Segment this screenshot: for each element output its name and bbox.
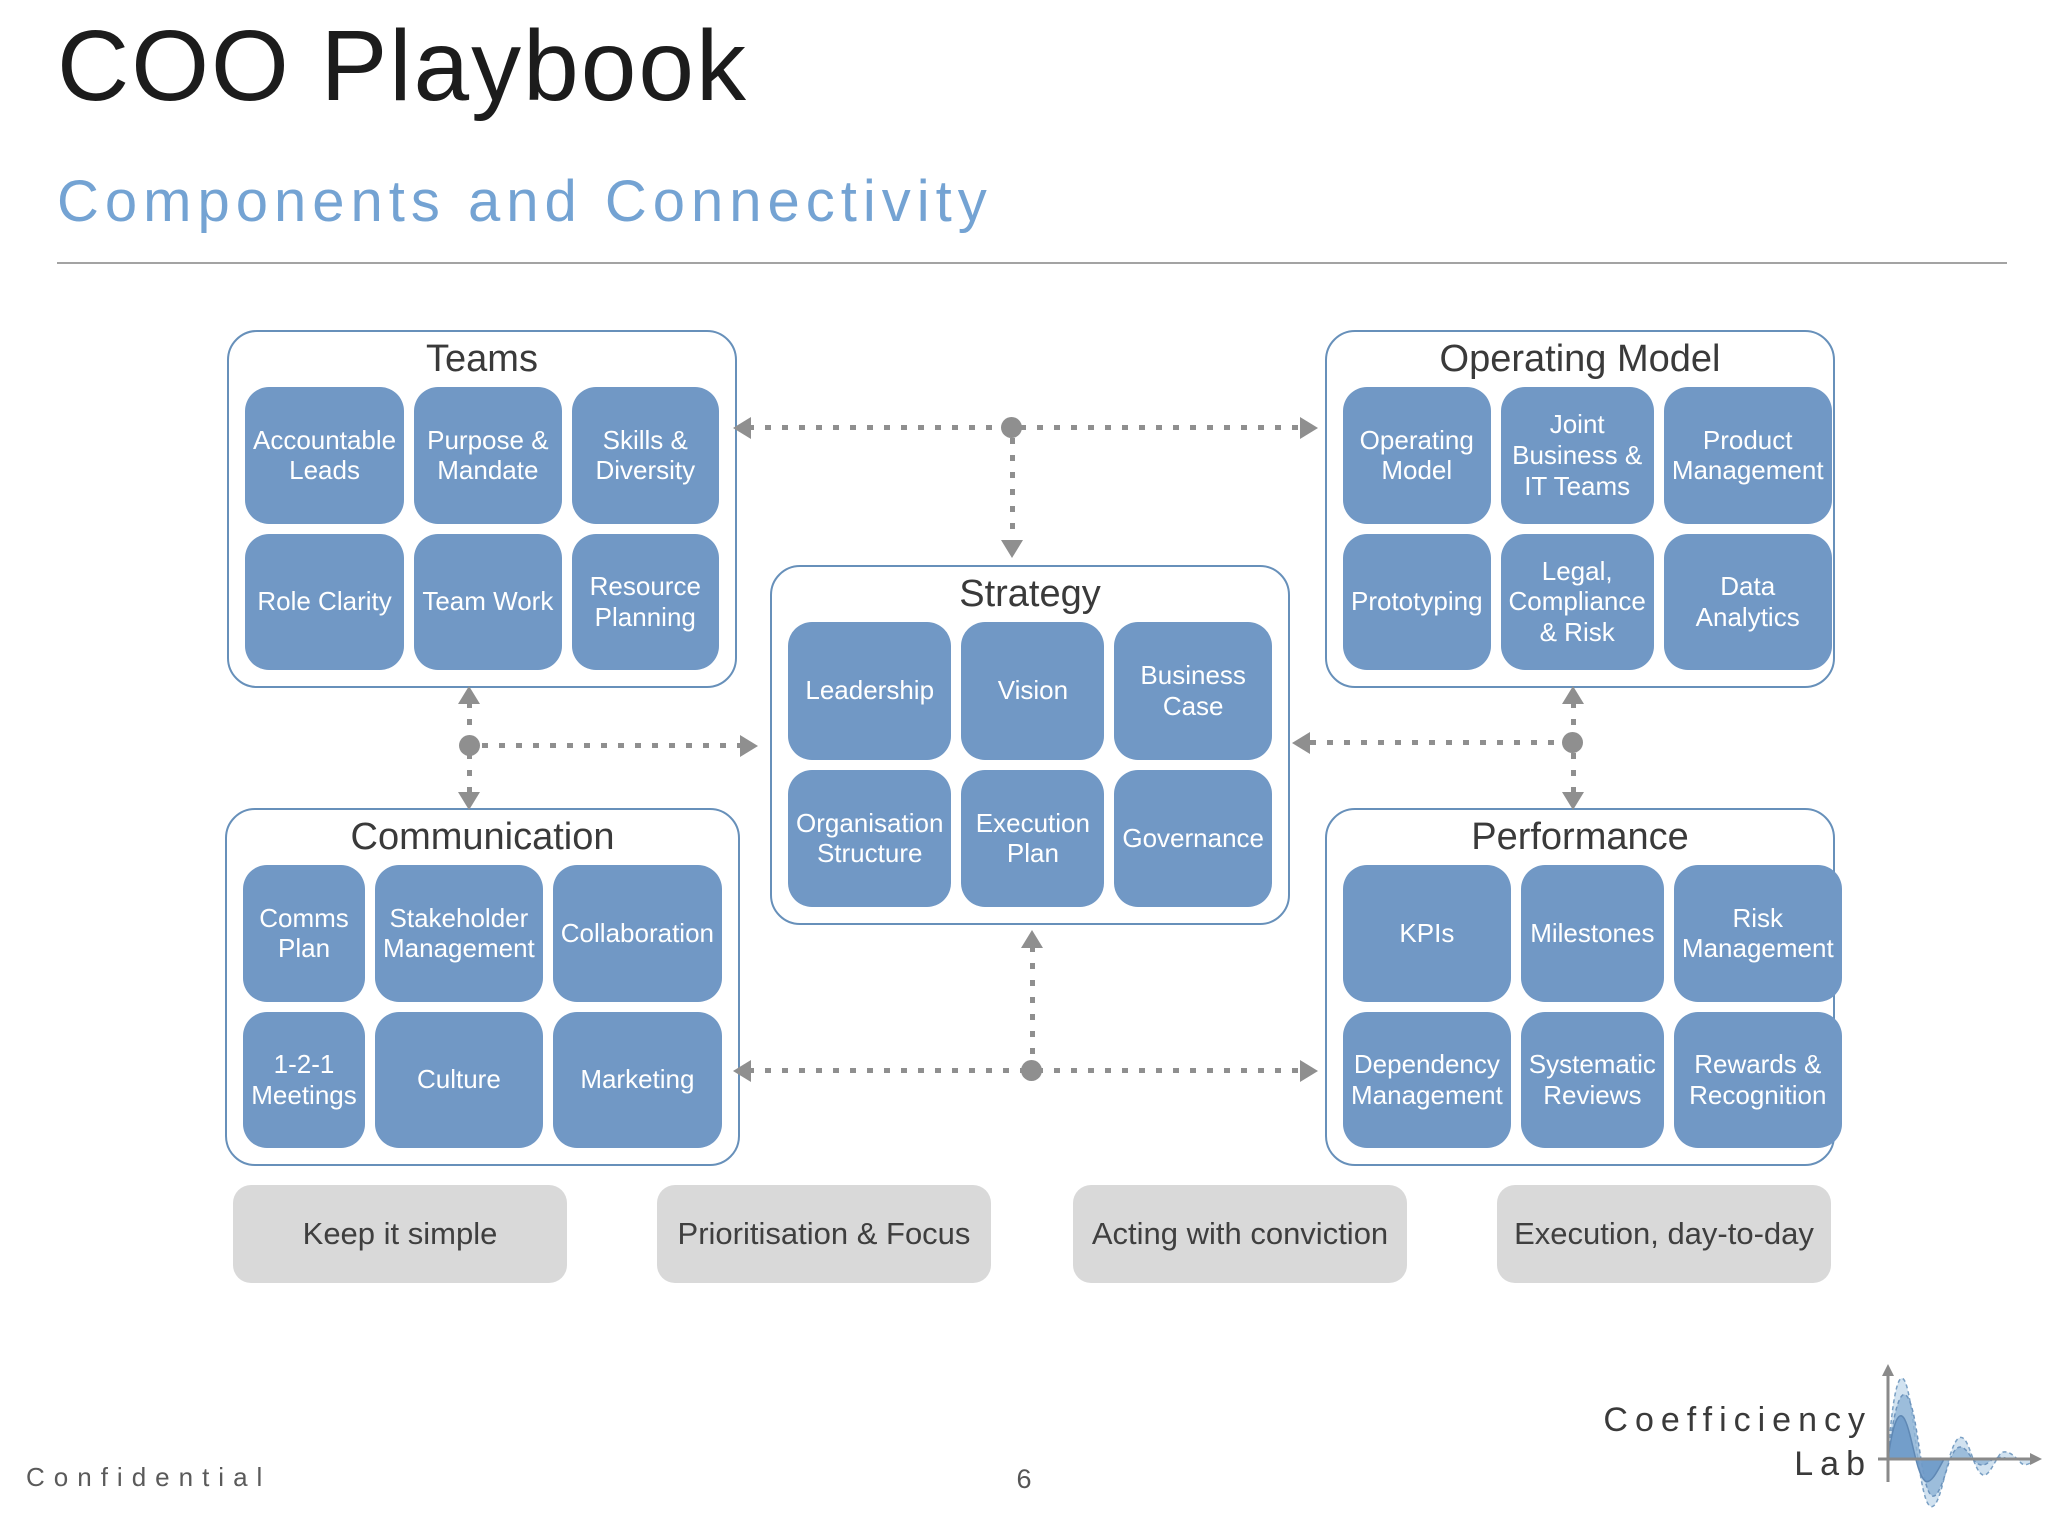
group-title-communication: Communication [350, 816, 615, 858]
pill-prioritisation-focus: Prioritisation & Focus [657, 1185, 991, 1283]
tile-collaboration: Collaboration [552, 865, 722, 1002]
logo-wordmark: Coefficiency Lab [1572, 1398, 1872, 1486]
tile-resource-planning: Resource Planning [571, 533, 719, 670]
arrowhead-down-icon [1562, 792, 1584, 810]
tile-leadership: Leadership [788, 622, 952, 760]
header-divider [57, 262, 2007, 264]
tile-grid-communication: Comms Plan Stakeholder Management Collab… [227, 863, 738, 1164]
tile-dependency-management: Dependency Management [1343, 1011, 1511, 1148]
tile-systematic-reviews: Systematic Reviews [1520, 1011, 1664, 1148]
tile-purpose-mandate: Purpose & Mandate [414, 387, 562, 524]
page-subtitle: Components and Connectivity [57, 169, 993, 234]
tile-kpis: KPIs [1343, 865, 1511, 1002]
tile-vision: Vision [961, 622, 1105, 760]
group-title-strategy: Strategy [959, 573, 1101, 615]
arrowhead-up-icon [458, 686, 480, 704]
dotted-line [748, 425, 1306, 430]
junction-dot [1562, 732, 1583, 753]
group-title-teams: Teams [426, 338, 538, 380]
pill-execution-day-to-day: Execution, day-to-day [1497, 1185, 1831, 1283]
group-box-communication: Communication Comms Plan Stakeholder Man… [225, 808, 740, 1166]
arrowhead-down-icon [1001, 540, 1023, 558]
junction-dot [1001, 417, 1022, 438]
tile-business-case: Business Case [1114, 622, 1272, 760]
tile-comms-plan: Comms Plan [243, 865, 366, 1002]
logo-line2: Lab [1794, 1445, 1872, 1484]
arrowhead-right-icon [1300, 1060, 1318, 1082]
tile-risk-management: Risk Management [1673, 865, 1842, 1002]
group-title-performance: Performance [1471, 816, 1689, 858]
arrowhead-up-icon [1562, 686, 1584, 704]
group-box-performance: Performance KPIs Milestones Risk Managem… [1325, 808, 1842, 1166]
tile-execution-plan: Execution Plan [961, 769, 1105, 907]
tile-grid-teams: Accountable Leads Purpose & Mandate Skil… [229, 385, 735, 686]
dotted-line [1030, 946, 1035, 1062]
tile-operating-model: Operating Model [1343, 387, 1491, 524]
dotted-line [482, 743, 744, 748]
tile-data-analytics: Data Analytics [1663, 533, 1832, 670]
tile-skills-diversity: Skills & Diversity [571, 387, 719, 524]
junction-dot [459, 735, 480, 756]
tile-grid-operating-model: Operating Model Joint Business & IT Team… [1327, 385, 1833, 686]
group-box-teams: Teams Accountable Leads Purpose & Mandat… [227, 330, 737, 688]
tile-role-clarity: Role Clarity [245, 533, 405, 670]
arrowhead-right-icon [740, 735, 758, 757]
junction-dot [1021, 1060, 1042, 1081]
pill-acting-with-conviction: Acting with conviction [1073, 1185, 1407, 1283]
group-box-operating-model: Operating Model Operating Model Joint Bu… [1325, 330, 1835, 688]
coefficiency-lab-logo-icon [1878, 1364, 2042, 1508]
arrowhead-left-icon [1292, 732, 1310, 754]
tile-stakeholder-management: Stakeholder Management [375, 865, 543, 1002]
arrowhead-left-icon [733, 1060, 751, 1082]
tile-product-management: Product Management [1663, 387, 1832, 524]
dotted-line [1310, 740, 1562, 745]
tile-prototyping: Prototyping [1343, 533, 1491, 670]
arrowhead-left-icon [733, 417, 751, 439]
tile-accountable-leads: Accountable Leads [245, 387, 405, 524]
arrowhead-up-icon [1021, 930, 1043, 948]
tile-joint-business-it-teams: Joint Business & IT Teams [1500, 387, 1654, 524]
tile-culture: Culture [375, 1011, 543, 1148]
tile-grid-strategy: Leadership Vision Business Case Organisa… [772, 620, 1288, 923]
tile-121-meetings: 1-2-1 Meetings [243, 1011, 366, 1148]
dotted-line [1010, 438, 1015, 540]
confidential-label: Confidential [26, 1462, 272, 1492]
arrowhead-down-icon [458, 792, 480, 810]
group-title-operating-model: Operating Model [1439, 338, 1721, 380]
tile-legal-compliance-risk: Legal, Compliance & Risk [1500, 533, 1654, 670]
tile-governance: Governance [1114, 769, 1272, 907]
page-number: 6 [1016, 1464, 1032, 1494]
tile-marketing: Marketing [552, 1011, 722, 1148]
tile-organisation-structure: Organisation Structure [788, 769, 952, 907]
arrowhead-right-icon [1300, 417, 1318, 439]
tile-milestones: Milestones [1520, 865, 1664, 1002]
tile-team-work: Team Work [414, 533, 562, 670]
group-box-strategy: Strategy Leadership Vision Business Case… [770, 565, 1290, 925]
page-title: COO Playbook [57, 10, 748, 122]
logo-line1: Coefficiency [1603, 1401, 1872, 1439]
pill-keep-it-simple: Keep it simple [233, 1185, 567, 1283]
tile-rewards-recognition: Rewards & Recognition [1673, 1011, 1842, 1148]
tile-grid-performance: KPIs Milestones Risk Management Dependen… [1327, 863, 1842, 1164]
